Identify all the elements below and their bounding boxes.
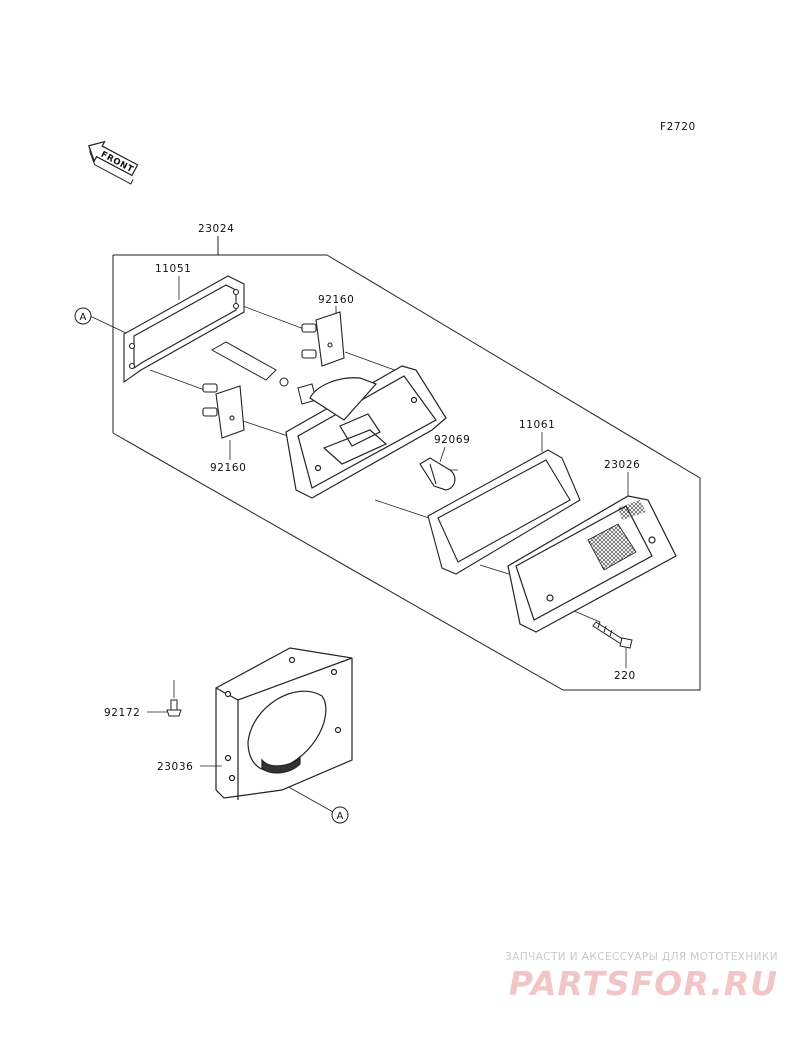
watermark-tagline: ЗАПЧАСТИ И АКСЕССУАРЫ ДЛЯ МОТОТЕХНИКИ bbox=[505, 951, 778, 963]
label-92069: 92069 bbox=[434, 434, 470, 446]
bracket-23036 bbox=[215, 647, 353, 800]
socket-upper-92160 bbox=[301, 311, 345, 367]
label-11051: 11051 bbox=[155, 263, 191, 275]
bolt-92172-icon bbox=[166, 699, 182, 717]
label-92160-lower: 92160 bbox=[210, 462, 246, 474]
svg-text:A: A bbox=[337, 811, 344, 822]
assembly-outline bbox=[112, 236, 701, 691]
label-23036: 23036 bbox=[157, 761, 193, 773]
ref-marker-a-top: A bbox=[74, 307, 92, 325]
label-23024: 23024 bbox=[198, 223, 234, 235]
gasket-base-11051 bbox=[123, 275, 245, 384]
front-arrow-icon: FRONT bbox=[88, 140, 139, 185]
ref-marker-a-bottom: A bbox=[331, 806, 349, 824]
svg-text:A: A bbox=[80, 312, 87, 323]
bulb-92069-icon bbox=[419, 457, 456, 491]
housing bbox=[285, 365, 447, 499]
label-92160-upper: 92160 bbox=[318, 294, 354, 306]
lens-gasket-11061 bbox=[427, 449, 581, 575]
label-220: 220 bbox=[614, 670, 636, 682]
figure-code: F2720 bbox=[660, 121, 696, 133]
label-23026: 23026 bbox=[604, 459, 640, 471]
socket-lower-92160 bbox=[202, 383, 245, 439]
label-11061: 11061 bbox=[519, 419, 555, 431]
label-92172: 92172 bbox=[104, 707, 140, 719]
screw-220-icon bbox=[592, 621, 633, 649]
watermark-logo: PARTSFOR.RU bbox=[508, 964, 778, 1003]
